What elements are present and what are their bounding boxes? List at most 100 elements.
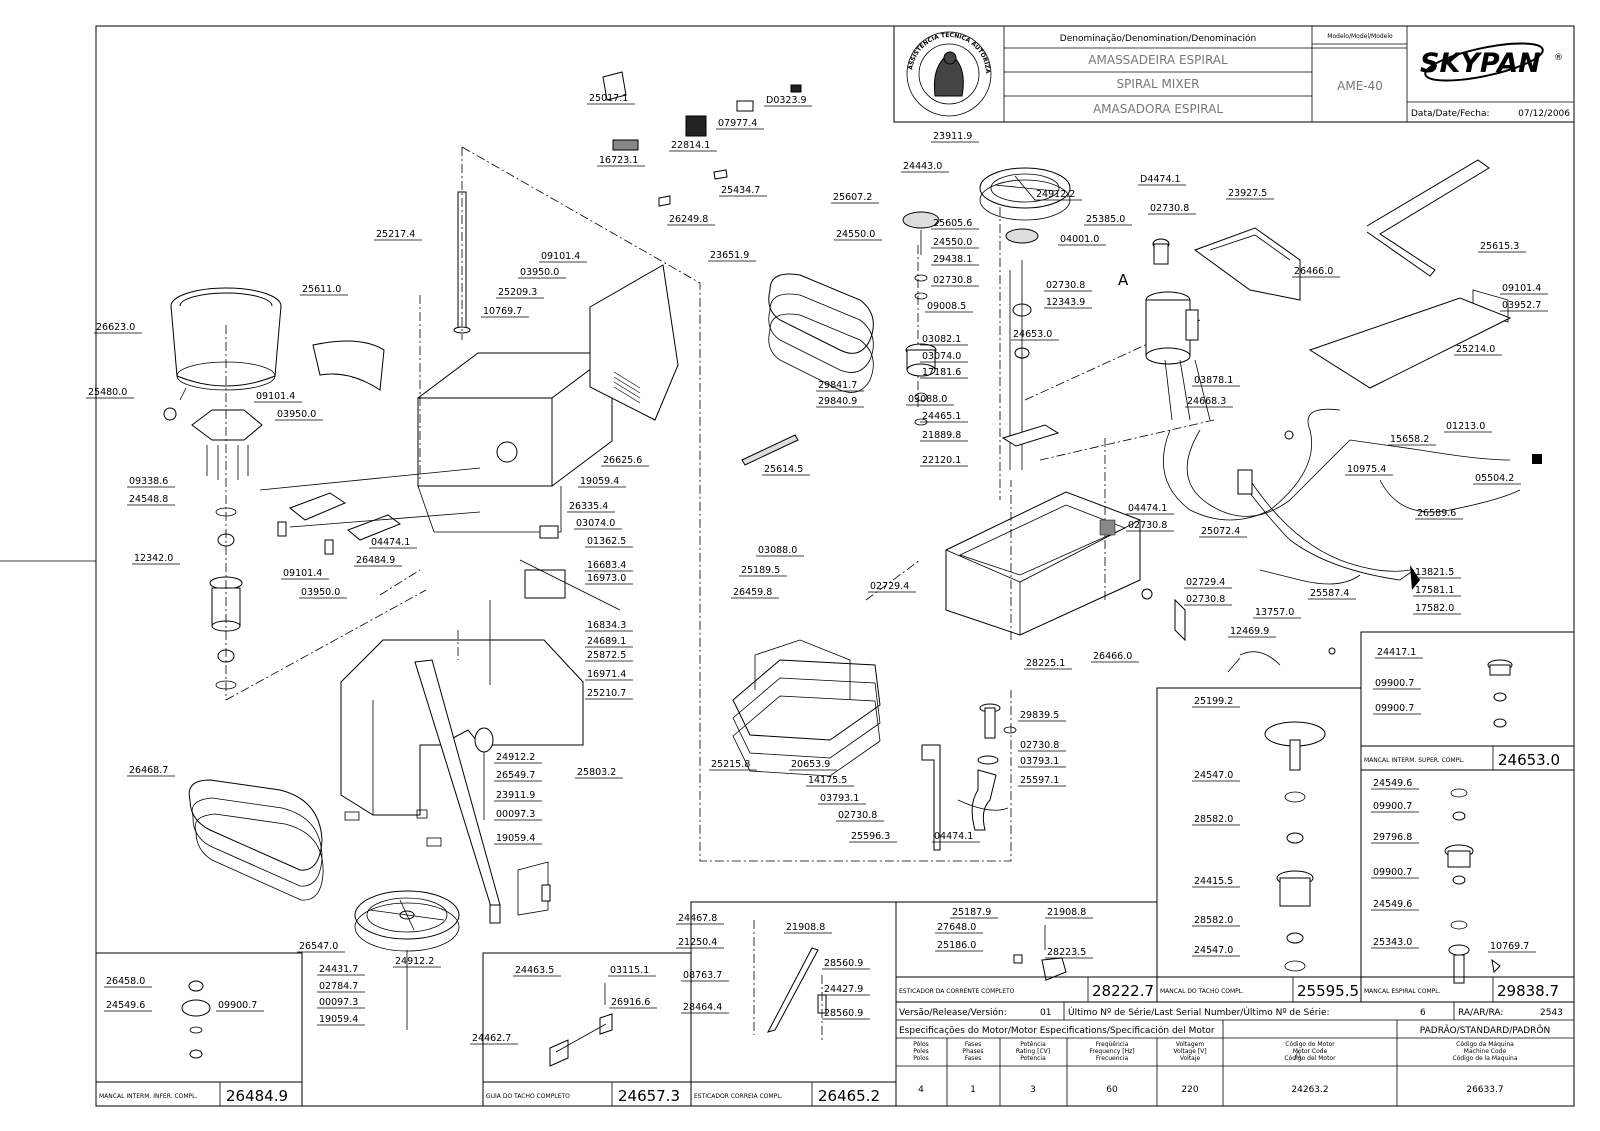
part-label: 20653.9 [791,759,830,770]
part-label: 25017.1 [589,93,628,104]
part-label: 16834.3 [587,620,626,631]
spec-table: Versão/Release/Versión: 01 Último Nº de … [895,1001,1575,1107]
part-label: 03950.0 [277,409,316,420]
part-label: 23651.9 [710,250,749,261]
part-label: 29840.9 [818,396,857,407]
part-label: 27648.0 [937,922,976,933]
col-poles-h3: Polos [913,1055,929,1062]
part-label: 28225.1 [1026,658,1065,669]
part-label: 03950.0 [520,267,559,278]
part-label: 04474.1 [371,537,410,548]
col-rating-h3: Potencia [1020,1055,1046,1062]
col-frequency-value: 60 [1106,1085,1118,1095]
name-en: SPIRAL MIXER [1117,77,1200,91]
callout-a-1: A [1118,271,1129,289]
part-label: 26335.4 [569,501,608,512]
part-label: 26589.6 [1417,508,1456,519]
part-label: 17181.6 [922,367,961,378]
col-motor-code-h1: Código do Motor [1285,1041,1335,1048]
caption-mancal-tacho: MANCAL DO TACHO COMPL. [1160,988,1244,995]
part-label: 22814.1 [671,140,710,151]
denomination-header: Denominação/Denomination/Denominación [1060,33,1256,44]
col-machine-code-h3: Código de la Maquina [1453,1055,1518,1062]
part-label: 26466.0 [1093,651,1132,662]
motor-letter: A [1294,1049,1303,1063]
part-label: 25187.9 [952,907,991,918]
part-label: 24912.2 [395,956,434,967]
part-label: 23911.9 [933,131,972,142]
part-label: 16723.1 [599,155,638,166]
part-label: 25872.5 [587,650,626,661]
part-label: 25189.5 [741,565,780,576]
part-label: 16683.4 [587,560,626,571]
part-label: 04474.1 [1128,503,1167,514]
part-label: 10769.7 [1490,941,1529,952]
part-label: 01362.5 [587,536,626,547]
col-voltage-h3: Voltaje [1180,1055,1201,1062]
part-label: 04001.0 [1060,234,1099,245]
code-esticador-correia: 26465.2 [818,1087,880,1105]
part-label: 25385.0 [1086,214,1125,225]
col-poles-value: 4 [918,1085,924,1095]
name-es: AMASADORA ESPIRAL [1093,102,1223,116]
part-label: 28464.4 [683,1002,722,1013]
date-value: 07/12/2006 [1518,109,1570,119]
part-label: 24549.6 [1373,778,1412,789]
part-label: 03950.0 [301,587,340,598]
part-label: 25597.1 [1020,775,1059,786]
decal-stickers [602,71,802,207]
col-machine-code-h2: Machine Code [1464,1048,1507,1055]
col-voltage-h2: Voltage [V] [1173,1048,1206,1055]
part-label: 07977.4 [718,118,757,129]
part-label: 26458.0 [106,976,145,987]
part-label: 25605.6 [933,218,972,229]
part-label: 25210.7 [587,688,626,699]
part-label: 24689.1 [587,636,626,647]
part-label: 24467.8 [678,913,717,924]
part-label: 02730.8 [1020,740,1059,751]
serial-label: Último Nº de Série/Last Serial Number/Úl… [1068,1006,1330,1018]
caption-mancal-espiral: MANCAL ESPIRAL COMPL. [1364,988,1441,995]
part-label: 26549.7 [496,770,535,781]
code-mancal-espiral: 29838.7 [1497,982,1559,1000]
part-label: 03793.1 [1020,756,1059,767]
date-label: Data/Date/Fecha: [1411,109,1490,119]
part-label: 21908.8 [786,922,825,933]
part-label: 13821.5 [1415,567,1454,578]
motor-spec-columns: Pólos Poles Polos 4 Fases Phases Fases 1… [913,1041,1518,1095]
part-label: 24415.5 [1194,876,1233,887]
part-label: 01213.0 [1446,421,1485,432]
part-label: 25209.3 [498,287,537,298]
part-label: 03082.1 [922,334,961,345]
assembly-caption-cells: MANCAL INTERM. INFER. COMPL. 26484.9 GUI… [99,751,1575,1105]
col-phases-h3: Fases [965,1055,982,1062]
part-label: 24912.2 [1036,189,1075,200]
part-label: 23927.5 [1228,188,1267,199]
part-label: 22120.1 [922,455,961,466]
col-motor-code-value: 24263.2 [1291,1085,1328,1095]
part-label: 14175.5 [808,775,847,786]
col-frequency-h1: Freqüência [1096,1041,1129,1048]
version-value: 01 [1040,1008,1051,1018]
mixer-bowl-group [163,287,427,701]
part-label: 25607.2 [833,192,872,203]
svg-text:ASSISTÊNCIA TÉCNICA AUTORIZADA: ASSISTÊNCIA TÉCNICA AUTORIZADA [0,0,991,74]
part-label: 25186.0 [937,940,976,951]
part-label: 09900.7 [1375,703,1414,714]
code-esticador-corrente: 28222.7 [1092,982,1154,1000]
part-label: 29841.7 [818,380,857,391]
part-label: 25434.7 [721,185,760,196]
part-label: 24912.2 [496,752,535,763]
ra-label: RA/AR/RA: [1458,1008,1503,1018]
part-label: 24547.0 [1194,945,1233,956]
col-poles-h1: Pólos [913,1041,929,1048]
serial-value: 6 [1420,1008,1426,1018]
part-label: 00097.3 [319,997,358,1008]
model-value: AME-40 [1337,79,1383,93]
code-mancal-tacho: 25595.5 [1297,982,1359,1000]
col-rating-h1: Potência [1020,1041,1046,1048]
ra-value: 2543 [1540,1008,1563,1018]
part-label: 28223.5 [1047,947,1086,958]
